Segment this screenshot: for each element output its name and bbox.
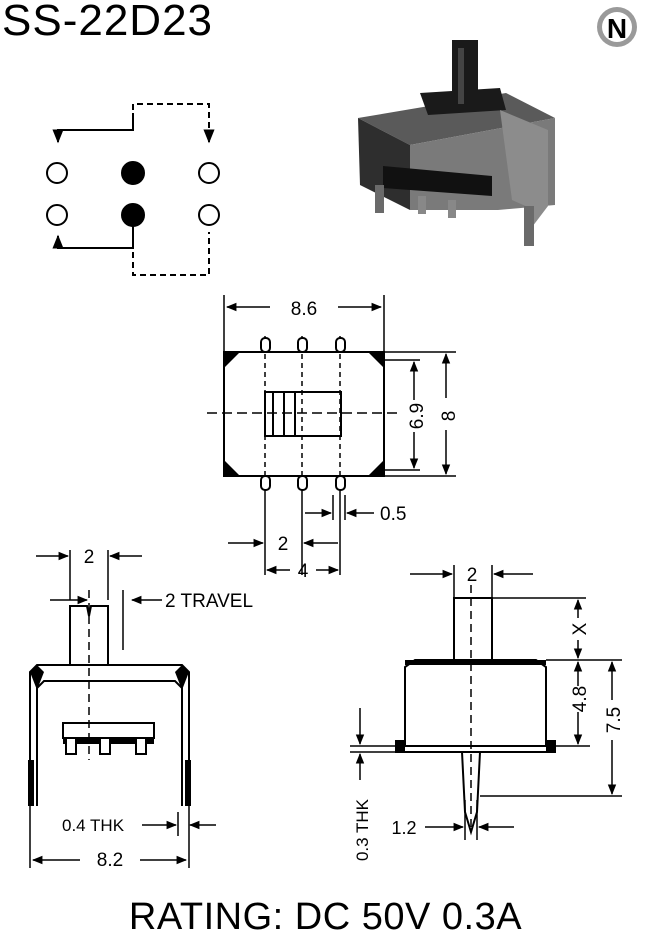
dim-pin-pitch: 2 [278,534,289,555]
dim-top-height-outer: 8 [439,411,460,422]
front-view: 2 2 TRAVEL 0.4 THK 8.2 [28,547,253,871]
dim-pin-thickness: 0.3 THK [353,798,372,861]
switch-schematic [46,103,220,276]
side-view: 2 X 4.8 7.5 0.3 THK 1.2 [350,565,625,861]
brand-logo: N [597,7,637,47]
dim-actuator-width: 2 [84,547,95,568]
dim-pin-width-side: 1.2 [391,818,416,838]
dim-travel: 2 TRAVEL [165,591,253,612]
dim-body-width: 8.2 [97,850,123,871]
dim-top-height-inner: 6.9 [407,403,428,429]
dim-pin-span: 4 [298,561,309,582]
model-title: SS-22D23 [2,0,214,45]
dim-top-width: 8.6 [291,299,317,320]
top-view: 8.6 6.9 8 0.5 2 4 [207,295,460,582]
component-photo [358,40,555,246]
dim-body-height: 4.8 [570,686,591,712]
dim-terminal-thickness: 0.4 THK [62,816,125,835]
dim-pin-width: 0.5 [380,504,406,525]
dim-total-height: 7.5 [604,707,625,733]
dim-side-actuator-width: 2 [467,565,478,586]
dim-actuator-height: X [570,622,591,635]
rating-text: RATING: DC 50V 0.3A [128,896,523,938]
svg-text:N: N [607,13,627,44]
